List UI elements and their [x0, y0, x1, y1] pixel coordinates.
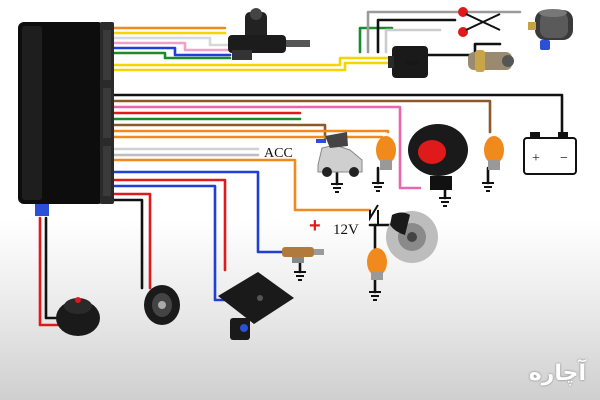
turn-signal-lamp-1: [376, 136, 396, 170]
wire-brown-lamp: [106, 99, 492, 134]
relay-marking: FCPS: [406, 62, 418, 67]
car-trunk: [316, 132, 363, 177]
wire-white-cut: [384, 28, 442, 54]
wire-black-led: [110, 198, 144, 290]
wire-orange-lamp: [106, 129, 390, 134]
ground-symbol-siren: [439, 197, 451, 207]
wire-yellow-relay-2: [106, 61, 394, 72]
brake-disc: [386, 211, 438, 263]
siren: [408, 124, 468, 190]
wire-black-battery: [106, 93, 564, 137]
wire-green-lock: [106, 51, 232, 60]
wire-red-led: [106, 192, 152, 290]
wire-pink-siren: [106, 105, 422, 190]
battery: + −: [523, 132, 577, 175]
voltage-label: 12V: [333, 222, 359, 238]
starter-solenoid: [468, 50, 514, 72]
brake-switch: [369, 204, 379, 225]
pin-switch: [282, 247, 324, 263]
ground-symbol-brake-lamp: [369, 291, 381, 301]
wire-green-relay: [358, 26, 394, 54]
wire-red-shock: [106, 178, 227, 272]
relay: FCPS: [388, 46, 428, 78]
wire-red-button: [38, 216, 67, 327]
turn-signal-lamp-2: [484, 136, 504, 170]
brake-lamp: [367, 248, 387, 280]
ground-symbol-trunk: [331, 183, 343, 193]
battery-positive-label: +: [532, 151, 540, 166]
wire-brown-trunk: [106, 123, 327, 140]
acc-label: ACC: [264, 146, 293, 161]
wire-bundle: [38, 10, 564, 327]
wire-blue-shock: [106, 184, 227, 302]
control-unit: [18, 22, 114, 216]
wire-orange-brake: [106, 158, 372, 212]
wire-black-cut: [376, 18, 457, 54]
led-indicator: [144, 285, 180, 325]
control-unit-connector: [35, 204, 49, 216]
ground-symbol-pin: [294, 271, 306, 281]
push-button: [56, 297, 100, 336]
scissors-cut-icon: [458, 7, 501, 37]
ignition-coil: [528, 9, 573, 50]
door-lock-actuator: [228, 8, 310, 60]
coil-positive-label: +: [0, 0, 9, 4]
ground-symbol-lamp1: [372, 182, 384, 192]
wire-blue-pin: [106, 170, 284, 254]
ground-symbols: [294, 182, 494, 301]
battery-negative-label: −: [560, 151, 568, 166]
wire-black-starter: [418, 42, 502, 57]
brake-positive-sign: +: [309, 215, 321, 237]
wire-blue-lock: [106, 46, 232, 57]
wire-pink-lock: [106, 41, 232, 52]
site-logo: آچاره: [528, 361, 586, 386]
shock-sensor: [218, 272, 294, 340]
wire-white-lock: [106, 36, 232, 47]
wire-yellow-relay: [106, 56, 394, 67]
wire-grey-cut: [366, 10, 522, 54]
ground-symbol-lamp2: [482, 182, 494, 192]
wire-black-button: [44, 216, 67, 320]
